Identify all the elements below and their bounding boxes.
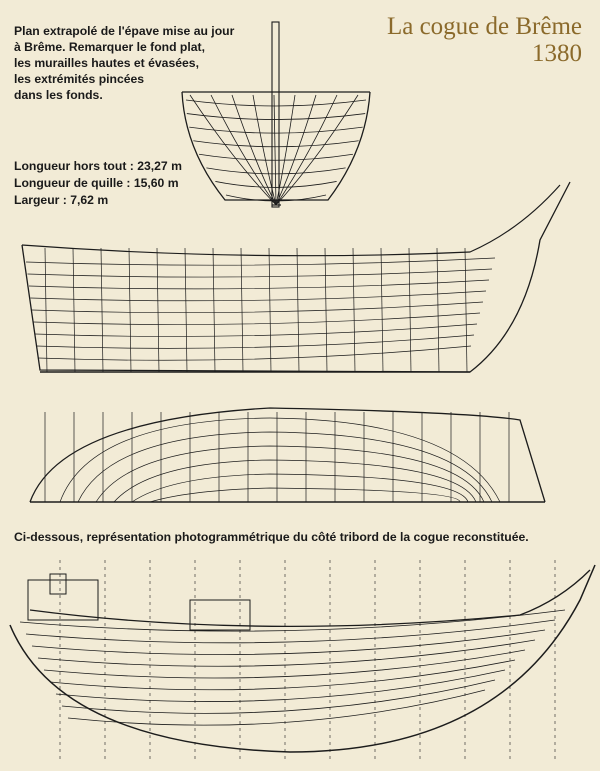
mid-structure [189, 599, 251, 631]
diagonal-line [131, 473, 469, 503]
station-line [184, 247, 188, 373]
station-line [44, 247, 48, 373]
waterline [25, 257, 496, 266]
plank-seam [61, 679, 496, 714]
waterline-curve [189, 126, 363, 134]
gunwale-line [29, 569, 591, 627]
plank-seam [37, 639, 536, 667]
stern-post [49, 573, 67, 595]
aft-castle [27, 579, 99, 621]
dimensions-list: Longueur hors tout : 23,27 m Longueur de… [14, 158, 182, 209]
frame-curve [273, 94, 277, 206]
half-breadth-outline [29, 407, 546, 503]
caption-line: les extrémités pincées [14, 72, 145, 86]
station-line [72, 247, 76, 373]
waterline [28, 279, 490, 290]
station-line [324, 247, 328, 373]
dimension-length-overall: Longueur hors tout : 23,27 m [14, 159, 182, 173]
sheer-plan-drawing [21, 181, 571, 373]
plank-seam [25, 619, 556, 644]
frame-curve [231, 94, 277, 206]
station-line [100, 247, 104, 373]
plank-seam [55, 669, 506, 702]
plank-seam [31, 629, 546, 655]
diagonal-line [149, 487, 461, 503]
plank-seam [67, 689, 486, 726]
diagonal-line [77, 431, 493, 503]
title-line-1: La cogue de Brême [386, 13, 582, 40]
page-title: La cogue de Brême 1380 [387, 14, 582, 66]
station-line [352, 247, 356, 373]
waterline [36, 334, 475, 349]
station-line [380, 247, 384, 373]
diagonal-line [95, 445, 485, 503]
station-line [464, 247, 468, 373]
photogrammetry-caption: Ci-dessous, représentation photogrammétr… [14, 530, 529, 544]
waterline [34, 323, 478, 337]
caption-line: dans les fonds. [14, 88, 103, 102]
waterline [31, 301, 484, 314]
plank-seam [43, 649, 526, 679]
profile-outline [21, 181, 571, 373]
waterline-curve [193, 140, 359, 148]
frame-curve [275, 94, 296, 206]
waterline [27, 268, 493, 278]
station-line [296, 247, 300, 373]
waterline-curve [185, 99, 367, 107]
frame-curve [275, 94, 338, 206]
caption-line: Plan extrapolé de l'épave mise au jour [14, 24, 235, 38]
dimension-keel-length: Longueur de quille : 15,60 m [14, 176, 179, 190]
waterline [30, 290, 487, 302]
hull-lower-edge [9, 564, 596, 753]
mast-post [271, 21, 280, 208]
frame-curve [275, 94, 359, 206]
waterline-curve [186, 113, 366, 120]
title-line-2: 1380 [532, 40, 582, 67]
station-line [268, 247, 272, 373]
waterline [37, 345, 472, 361]
frame-curve [210, 94, 277, 206]
waterline-curve [198, 153, 354, 161]
frame-curve [189, 94, 277, 206]
plank-seam [49, 659, 516, 691]
photogrammetric-drawing [9, 560, 596, 760]
frame-curve [275, 94, 317, 206]
station-line [408, 247, 412, 373]
caption-line: les murailles hautes et évasées, [14, 56, 199, 70]
diagonal-line [113, 459, 477, 503]
station-line [156, 247, 160, 373]
hull-outline [181, 91, 371, 201]
station-line [436, 247, 440, 373]
waterline [33, 312, 481, 325]
half-breadth-plan-drawing [29, 407, 546, 503]
station-line [128, 247, 132, 373]
station-line [240, 247, 244, 373]
plan-caption: Plan extrapolé de l'épave mise au jour à… [14, 23, 264, 103]
plank-seam [19, 609, 566, 632]
waterline-curve [206, 167, 346, 175]
station-line [212, 247, 216, 373]
frame-curve [252, 94, 277, 206]
caption-line: à Brême. Remarquer le fond plat, [14, 40, 205, 54]
sheer-line [21, 184, 561, 257]
dimension-beam: Largeur : 7,62 m [14, 193, 109, 207]
body-plan-drawing [181, 21, 371, 208]
diagonal-line [59, 417, 501, 503]
